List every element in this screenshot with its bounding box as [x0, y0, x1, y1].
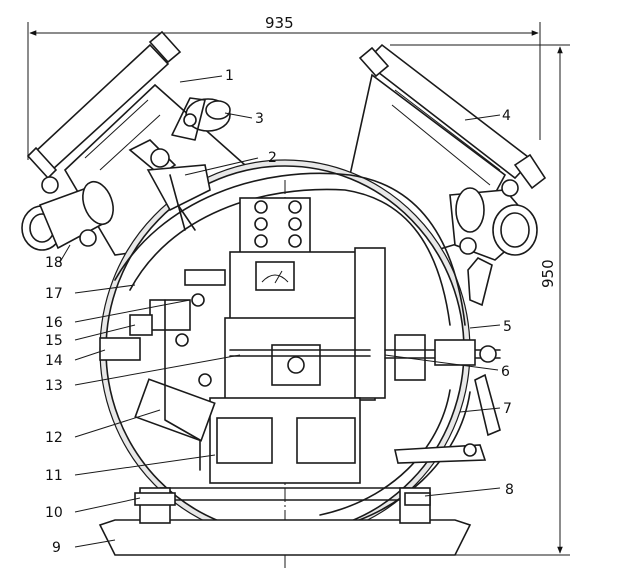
bottom-mounting: [98, 443, 487, 556]
callout-6: 6: [501, 364, 510, 380]
callout-16: 16: [45, 315, 63, 331]
callout-4: 4: [502, 108, 511, 124]
meter-gauge: [255, 261, 295, 291]
cable-gland-3: [171, 97, 231, 141]
panel-knobs: [254, 200, 302, 248]
callout-7: 7: [503, 401, 512, 417]
callout-10: 10: [45, 505, 63, 521]
right-cable-gland: [449, 179, 538, 261]
callout-5: 5: [503, 319, 512, 335]
callout-15: 15: [45, 333, 63, 349]
callout-1: 1: [225, 68, 234, 84]
chassis: [159, 197, 411, 501]
callout-2: 2: [268, 150, 277, 166]
callout-12: 12: [45, 430, 63, 446]
width-label: 935: [265, 14, 294, 32]
callout-9: 9: [52, 540, 61, 556]
cable-gland-18: [21, 176, 114, 251]
height-label: 950: [539, 259, 557, 288]
callout-17: 17: [45, 286, 63, 302]
callout-11: 11: [45, 468, 63, 484]
center-mechanism: [229, 344, 371, 386]
right-shaft-assembly: [384, 257, 501, 437]
leader-lines: [59, 75, 501, 548]
callout-18: 18: [45, 255, 63, 271]
width-dimension: 935: [27, 14, 541, 160]
callout-3: 3: [255, 111, 264, 127]
callout-13: 13: [45, 378, 63, 394]
callout-8: 8: [505, 482, 514, 498]
height-dimension: 950: [390, 44, 570, 556]
left-components: [99, 139, 216, 471]
callout-14: 14: [45, 353, 63, 369]
callout-labels: 1 2 3 4 5 6 7 8 9 10 11 12 13 14 15 16 1…: [45, 68, 514, 556]
